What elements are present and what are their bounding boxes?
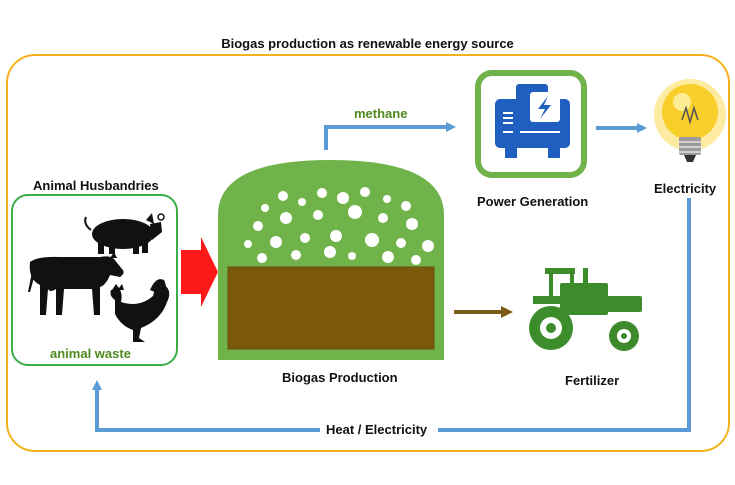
fertilizer-label: Fertilizer (565, 373, 620, 388)
pig-tail-icon (157, 213, 165, 221)
gas-bubble (422, 240, 434, 252)
gas-bubble (330, 230, 342, 242)
gas-bubble (253, 221, 263, 231)
gas-bubble (257, 253, 267, 263)
gas-bubbles (244, 187, 434, 265)
methane-arrow (324, 122, 456, 150)
gas-bubble (382, 251, 394, 263)
page-title: Biogas production as renewable energy so… (221, 36, 514, 51)
gas-bubble (383, 195, 391, 203)
cow-icon (28, 252, 124, 315)
methane-label: methane (354, 106, 408, 121)
generator-icon (495, 84, 570, 158)
gas-bubble (406, 218, 418, 230)
gas-bubble (300, 233, 310, 243)
gas-bubble (337, 192, 349, 204)
gas-bubble (261, 204, 269, 212)
animal-husbandries-label: Animal Husbandries (33, 178, 159, 193)
gas-bubble (360, 187, 370, 197)
gas-bubble (324, 246, 336, 258)
outer-frame (6, 54, 730, 452)
gas-bubble (317, 188, 327, 198)
rooster-icon (110, 279, 170, 342)
tractor-icon (529, 268, 642, 351)
gas-bubble (291, 250, 301, 260)
biogas-production-label: Biogas Production (282, 370, 398, 385)
digester-sludge (227, 266, 435, 350)
gas-bubble (365, 233, 379, 247)
gas-bubble (280, 212, 292, 224)
gas-bubble (378, 213, 388, 223)
input-arrow (181, 237, 218, 307)
power-generation-label: Power Generation (477, 194, 589, 209)
gas-bubble (396, 238, 406, 248)
gas-bubble (270, 236, 282, 248)
electricity-label: Electricity (654, 181, 717, 196)
gas-bubble (411, 255, 421, 265)
gas-bubble (401, 201, 411, 211)
heat-label-mask (320, 420, 438, 440)
gas-bubble (313, 210, 323, 220)
gas-bubble (278, 191, 288, 201)
light-bulb-icon (654, 79, 726, 162)
heat-electricity-label: Heat / Electricity (326, 422, 428, 437)
gas-bubble (298, 198, 306, 206)
gas-bubble (244, 240, 252, 248)
pig-icon (84, 213, 162, 254)
animal-waste-label: animal waste (50, 346, 131, 361)
gas-bubble (348, 205, 362, 219)
gas-bubble (348, 252, 356, 260)
